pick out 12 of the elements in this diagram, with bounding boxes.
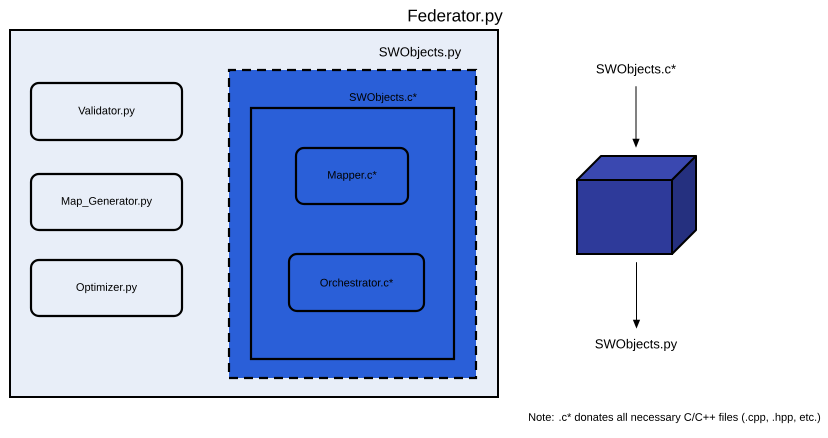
- node-label: Federator.py: [408, 9, 503, 25]
- rounded-box: Orchestrator.c*: [288, 252, 426, 312]
- rounded-box: Optimizer.py: [30, 258, 184, 318]
- rounded-box: Map_Generator.py: [30, 172, 184, 232]
- node-label: SWObjects.c*: [350, 92, 417, 104]
- text-label: SWObjects.py: [595, 338, 678, 352]
- node-label: SWObjects.py: [379, 46, 462, 60]
- note-text: Note: .c* donates all necessary C/C++ files (.cpp, .hpp, etc.): [529, 412, 820, 424]
- rounded-box: Mapper.c*: [294, 146, 410, 206]
- cube-drawing: [576, 155, 697, 255]
- text-label: SWObjects.c*: [596, 64, 676, 76]
- rounded-box: Validator.py: [30, 82, 184, 142]
